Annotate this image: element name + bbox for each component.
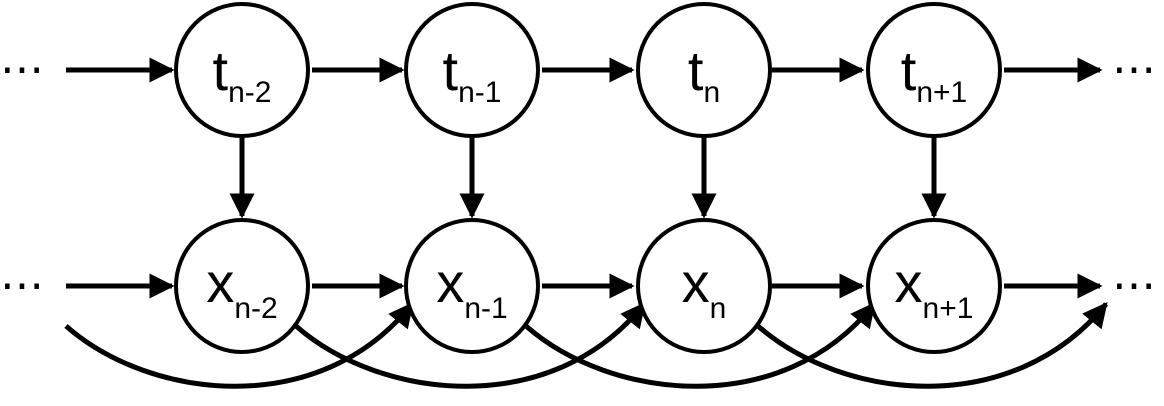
- node-t-n-2: tn-2: [174, 2, 310, 138]
- node-t-n-1: tn-1: [404, 2, 540, 138]
- skip-edge-x-n-to-out: [756, 302, 1108, 389]
- node-x-n-1-label: xn-1: [436, 251, 507, 325]
- node-t-n: tn: [636, 2, 772, 138]
- top-left-ellipsis: ⋯: [0, 45, 48, 94]
- node-x-n: xn: [636, 218, 772, 354]
- skip-edge-in-to-x-n-1: [64, 302, 414, 389]
- bottom-right-ellipsis: ⋯: [1112, 261, 1160, 310]
- node-t-n+1: tn+1: [866, 2, 1002, 138]
- skip-edge-x-n-2-to-x-n: [294, 302, 646, 389]
- node-t-n-1-label: tn-1: [443, 39, 502, 109]
- node-x-n+1-label: xn+1: [895, 251, 974, 325]
- top-right-ellipsis: ⋯: [1112, 45, 1160, 94]
- node-x-n-2-label: xn-2: [206, 251, 277, 325]
- node-x-n-2: xn-2: [174, 218, 310, 354]
- node-x-n+1: xn+1: [866, 218, 1002, 354]
- node-t-n+1-label: tn+1: [901, 39, 967, 109]
- bottom-left-ellipsis: ⋯: [0, 261, 48, 310]
- node-t-n-2-label: tn-2: [213, 39, 272, 109]
- node-t-n-label: tn: [688, 39, 720, 109]
- skip-edge-x-n-1-to-x-n+1: [524, 302, 876, 389]
- node-x-n-label: xn: [682, 251, 727, 325]
- node-x-n-1: xn-1: [404, 218, 540, 354]
